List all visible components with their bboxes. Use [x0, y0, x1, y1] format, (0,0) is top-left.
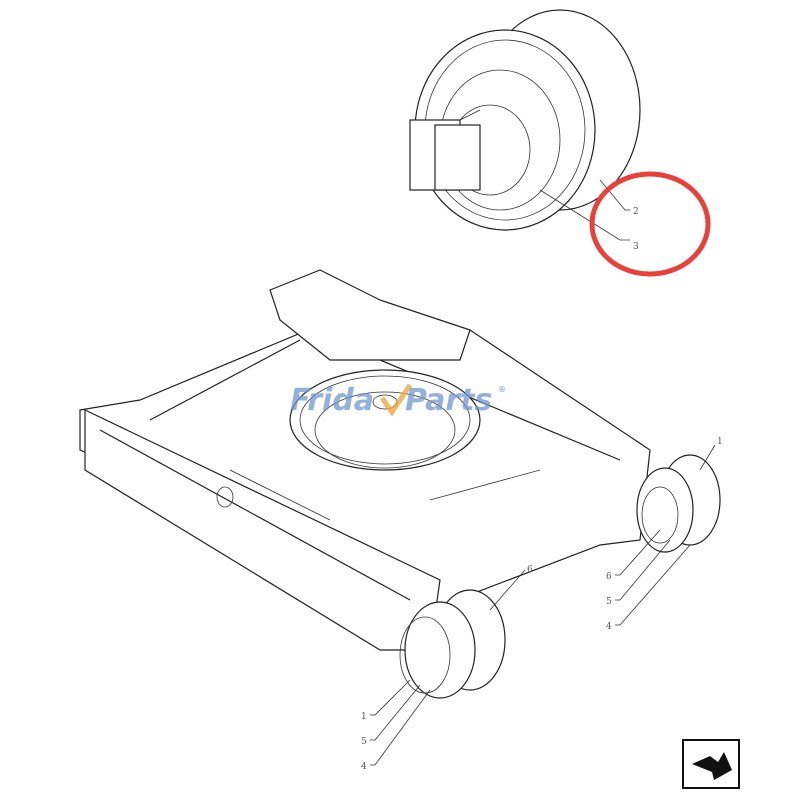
svg-text:Frida: Frida [290, 383, 374, 418]
callout-left-6: 6 [527, 565, 533, 575]
left-final-drive [399, 589, 506, 699]
travel-motor-assembly [409, 9, 641, 231]
callout-3: 3 [633, 242, 639, 252]
callout-left-5: 5 [361, 737, 367, 747]
next-page-arrow-icon[interactable] [682, 739, 740, 789]
right-final-drive [636, 454, 721, 553]
callout-2: 2 [633, 207, 639, 217]
svg-text:®: ® [498, 385, 506, 394]
svg-text:Parts: Parts [405, 383, 492, 418]
callout-left-4: 4 [361, 762, 367, 772]
highlight-circle [589, 171, 711, 277]
watermark-logo: Frida Parts ® [290, 383, 506, 418]
callout-right-4: 4 [606, 622, 612, 632]
callout-leaders-right [370, 444, 716, 766]
callout-right-6: 6 [606, 572, 612, 582]
undercarriage-frame [79, 269, 651, 651]
callout-left-1: 1 [361, 712, 367, 722]
callout-right-1: 1 [717, 437, 723, 447]
callout-right-5: 5 [606, 597, 612, 607]
